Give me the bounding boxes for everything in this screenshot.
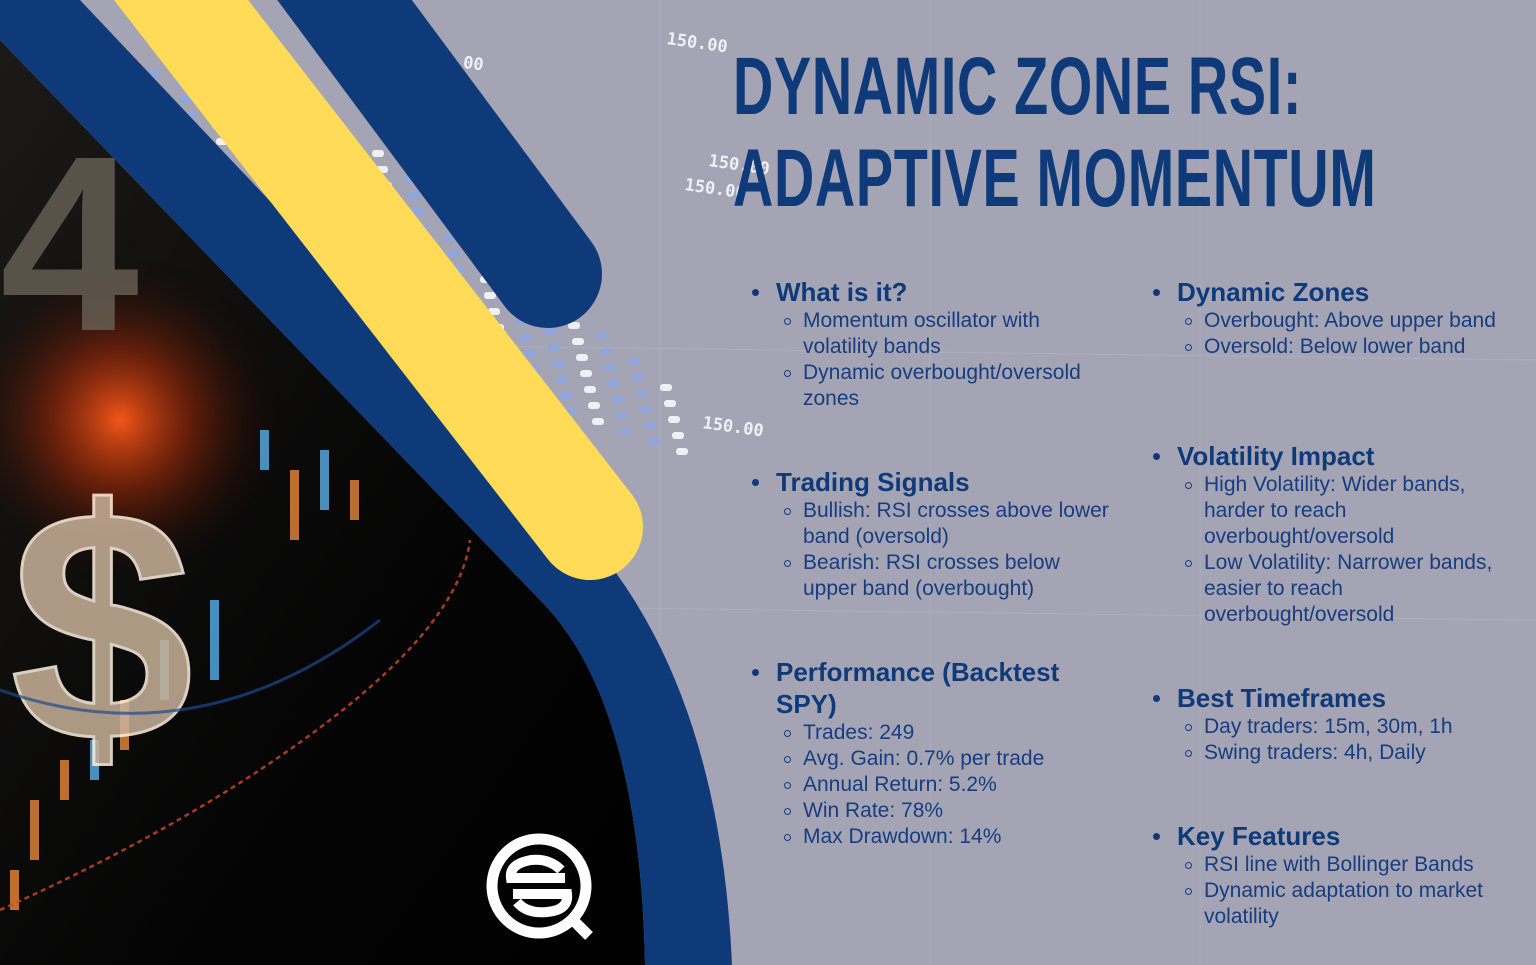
price-dot xyxy=(620,428,632,435)
price-dot xyxy=(660,384,672,391)
page-title-line-1: DYNAMIC ZONE RSI: xyxy=(733,41,1303,132)
candlestick xyxy=(120,700,129,750)
price-dot xyxy=(552,360,564,367)
price-dot xyxy=(672,432,684,439)
price-dot xyxy=(180,96,192,103)
section-heading: Dynamic Zones xyxy=(1153,276,1513,308)
candlesticks xyxy=(10,430,359,910)
bg-price-label: 150.00 xyxy=(701,413,765,441)
price-dot xyxy=(548,344,560,351)
candlestick xyxy=(290,470,299,540)
list-item: Dynamic overbought/oversold zones xyxy=(784,360,1112,412)
list-item: Avg. Gain: 0.7% per trade xyxy=(784,746,1112,772)
blue-band xyxy=(0,0,732,965)
bg-price-label: 150.00 xyxy=(665,29,729,57)
section-dynamic-zones: Dynamic Zones Overbought: Above upper ba… xyxy=(1153,276,1513,360)
section-heading: Trading Signals xyxy=(752,466,1112,498)
section-performance: Performance (Backtest SPY) Trades: 249 A… xyxy=(752,656,1112,850)
list-item: Trades: 249 xyxy=(784,720,1112,746)
price-dot xyxy=(524,350,536,357)
price-dot xyxy=(580,370,592,377)
orange-glow xyxy=(0,250,290,590)
candlestick xyxy=(10,870,19,910)
price-dot xyxy=(604,364,616,371)
list-item: Dynamic adaptation to market volatility xyxy=(1185,878,1513,930)
list-item: Oversold: Below lower band xyxy=(1185,334,1513,360)
list-item: Bearish: RSI crosses below upper band (o… xyxy=(784,550,1112,602)
list-item: Annual Return: 5.2% xyxy=(784,772,1112,798)
candlestick xyxy=(350,480,359,520)
price-dot xyxy=(520,334,532,341)
list-item: High Volatility: Wider bands, harder to … xyxy=(1185,472,1513,550)
price-dot xyxy=(600,348,612,355)
price-dot xyxy=(568,322,580,329)
blue-stripe xyxy=(277,0,602,328)
price-dot xyxy=(556,376,568,383)
section-key-features: Key Features RSI line with Bollinger Ban… xyxy=(1153,820,1513,930)
dollar-symbol-graphic: $ xyxy=(10,441,194,810)
logo xyxy=(486,833,593,940)
price-dot xyxy=(448,250,460,257)
list-item: Low Volatility: Narrower bands, easier t… xyxy=(1185,550,1513,628)
price-dot xyxy=(588,402,600,409)
price-dot xyxy=(644,422,656,429)
section-heading: What is it? xyxy=(752,276,1112,308)
list-item: Max Drawdown: 14% xyxy=(784,824,1112,850)
section-heading: Best Timeframes xyxy=(1153,682,1513,714)
price-dot xyxy=(484,292,496,299)
price-dot xyxy=(636,390,648,397)
red-trend-line xyxy=(0,539,472,912)
price-dot xyxy=(592,418,604,425)
price-dot xyxy=(612,396,624,403)
list-item: Momentum oscillator with volatility band… xyxy=(784,308,1112,360)
price-dot xyxy=(632,374,644,381)
price-dot xyxy=(668,416,680,423)
section-trading-signals: Trading Signals Bullish: RSI crosses abo… xyxy=(752,466,1112,602)
list-item: Bullish: RSI crosses above lower band (o… xyxy=(784,498,1112,550)
price-dot xyxy=(616,412,628,419)
price-dot xyxy=(664,400,676,407)
page-title-line-2: ADAPTIVE MOMENTUM xyxy=(733,133,1377,224)
price-dot xyxy=(676,448,688,455)
section-heading: Performance (Backtest SPY) xyxy=(752,656,1112,720)
list-item: Win Rate: 78% xyxy=(784,798,1112,824)
candlestick xyxy=(210,600,219,680)
price-dot xyxy=(628,358,640,365)
section-heading: Volatility Impact xyxy=(1153,440,1513,472)
blue-trend-line xyxy=(0,618,381,715)
price-dot xyxy=(408,192,420,199)
price-dot xyxy=(372,150,384,157)
list-item: Day traders: 15m, 30m, 1h xyxy=(1185,714,1513,740)
price-dot xyxy=(572,338,584,345)
list-item: Overbought: Above upper band xyxy=(1185,308,1513,334)
yellow-stripe xyxy=(113,0,643,580)
price-dot xyxy=(608,380,620,387)
section-best-timeframes: Best Timeframes Day traders: 15m, 30m, 1… xyxy=(1153,682,1513,766)
price-dot xyxy=(412,208,424,215)
price-dot xyxy=(544,328,556,335)
list-item: RSI line with Bollinger Bands xyxy=(1185,852,1513,878)
list-item: Swing traders: 4h, Daily xyxy=(1185,740,1513,766)
section-what-is-it: What is it? Momentum oscillator with vol… xyxy=(752,276,1112,412)
price-dot xyxy=(640,406,652,413)
section-heading: Key Features xyxy=(1153,820,1513,852)
candlestick xyxy=(90,740,99,780)
price-dot xyxy=(560,392,572,399)
price-dot xyxy=(576,354,588,361)
price-dot xyxy=(584,386,596,393)
section-volatility-impact: Volatility Impact High Volatility: Wider… xyxy=(1153,440,1513,628)
price-dot xyxy=(648,438,660,445)
candlestick xyxy=(260,430,269,470)
candlestick xyxy=(160,640,169,700)
price-dot xyxy=(596,332,608,339)
candlestick xyxy=(320,450,329,510)
candlestick xyxy=(60,760,69,800)
candlestick xyxy=(30,800,39,860)
